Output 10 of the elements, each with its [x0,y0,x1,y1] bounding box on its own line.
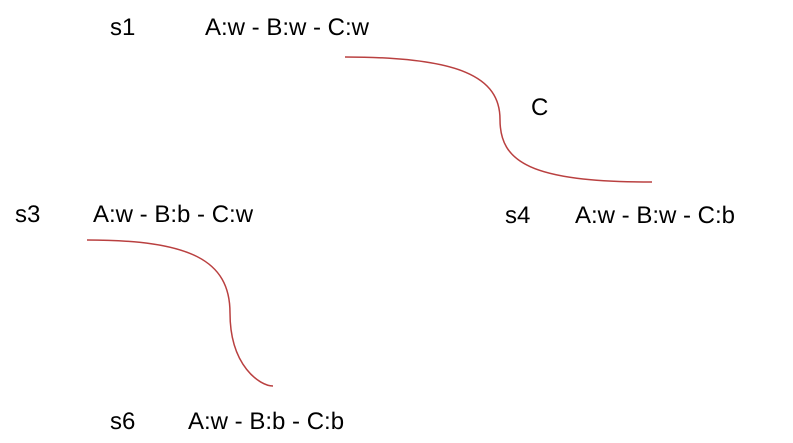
state-name: s1 [110,14,136,42]
connector-curve [344,56,652,183]
state-label: A:w - B:w - C:w [205,14,370,42]
state-name: s6 [110,408,136,436]
state-label: A:w - B:w - C:b [575,202,736,230]
state-name: s3 [15,201,42,229]
state-name: s4 [505,202,532,230]
state-label: A:w - B:b - C:b [188,408,344,436]
connector-curve [86,239,274,387]
state-label: A:w - B:b - C:w [93,201,254,229]
